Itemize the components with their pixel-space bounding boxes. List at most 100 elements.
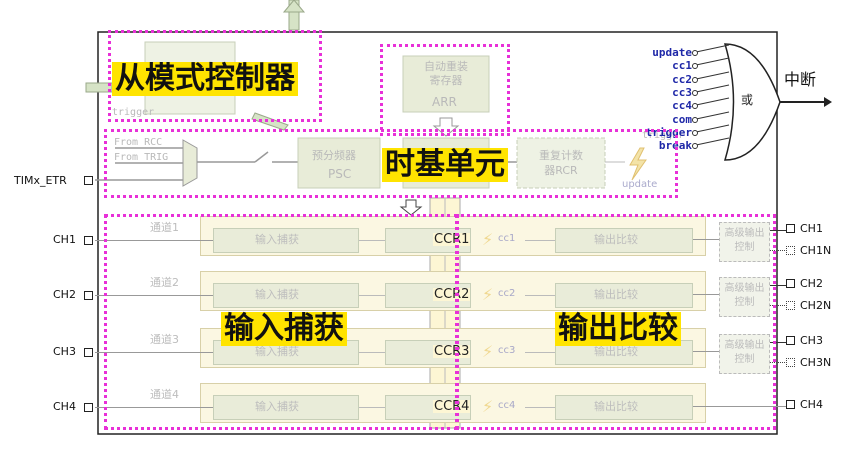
or-input-node (692, 90, 698, 96)
channel-input-pin (84, 236, 93, 245)
or-input-node (692, 103, 698, 109)
cc-lightning-icon: ⚡ (482, 230, 494, 249)
capture-arrow (359, 240, 385, 241)
channel-input-pin (84, 403, 93, 412)
channel-line (95, 240, 213, 241)
ccr-label: CCR2 (433, 287, 471, 302)
rcr-title: 重复计数 器RCR (539, 149, 583, 177)
slave-mode-highlight: 从模式控制器 (112, 62, 298, 96)
trigger-label: trigger (112, 107, 155, 118)
etr-pin (84, 176, 93, 185)
from-rcc-label: From RCC (114, 137, 163, 148)
cc-label: cc2 (498, 288, 516, 299)
channel-output-label: CH1 (800, 222, 823, 235)
output-compare-box (555, 228, 693, 253)
or-input-label: update (652, 46, 692, 59)
or-input-label: com (672, 113, 692, 126)
channel-output-label: CH4 (800, 398, 823, 411)
channel-output-line (693, 351, 719, 352)
channel-output-pin (786, 279, 795, 288)
channel-input-label: CH1 (53, 233, 76, 246)
output-compare-label: 输出比较 (594, 288, 638, 301)
channel-outputn-pin (786, 246, 795, 255)
psc-title: 预分频器 (312, 149, 356, 162)
channel-output-line (693, 239, 719, 240)
arr-region (380, 44, 510, 136)
cc-label: cc4 (498, 400, 516, 411)
or-input-node (692, 50, 698, 56)
or-input-node (692, 77, 698, 83)
capture-arrow (359, 295, 385, 296)
channel-outputn-label: CH3N (800, 356, 832, 369)
channel-output-pin (786, 224, 795, 233)
channel-output-label: CH2 (800, 277, 823, 290)
input-capture-label: 输入捕获 (255, 288, 299, 301)
cc-label: cc3 (498, 345, 516, 356)
input-capture-box (213, 283, 359, 308)
update-label: update (622, 179, 658, 190)
channel-output-line (693, 406, 787, 407)
channel-passage-label: 通道1 (150, 221, 179, 234)
psc-label: PSC (328, 167, 352, 181)
channel-outputn-line (770, 362, 787, 363)
channel-input-label: CH2 (53, 288, 76, 301)
input-capture-label: 输入捕获 (255, 400, 299, 413)
channel-line (95, 407, 213, 408)
advanced-output-box (719, 334, 770, 374)
advanced-output-box (719, 277, 770, 317)
interrupt-label: 中断 (784, 70, 817, 89)
advanced-output-label: 高级输出 控制 (724, 283, 765, 308)
ccr-label: CCR4 (433, 399, 471, 414)
or-input-label: cc3 (672, 86, 692, 99)
or-input-node (692, 143, 698, 149)
advanced-output-box (719, 222, 770, 262)
slave-mode-region (108, 30, 322, 122)
arr-label: ARR (432, 95, 457, 109)
channel-passage-label: 通道4 (150, 388, 179, 401)
arr-title: 自动重装 寄存器 (424, 60, 468, 87)
channel-outputn-pin (786, 358, 795, 367)
cc-lightning-icon: ⚡ (482, 342, 494, 361)
output-compare-region (456, 214, 776, 430)
input-capture-label: 输入捕获 (255, 233, 299, 246)
output-compare-box (555, 395, 693, 420)
channel-outputn-label: CH1N (800, 244, 832, 257)
capture-arrow (359, 407, 385, 408)
compare-arrow (525, 407, 555, 408)
channel-passage-label: 通道2 (150, 276, 179, 289)
input-capture-box (213, 228, 359, 253)
channel-outputn-line (770, 305, 787, 306)
or-gate-label: 或 (741, 93, 754, 107)
or-input-node (692, 63, 698, 69)
compare-arrow (525, 295, 555, 296)
channel-output-pin (786, 400, 795, 409)
channel-input-label: CH3 (53, 345, 76, 358)
output-compare-label: 输出比较 (594, 400, 638, 413)
compare-arrow (525, 352, 555, 353)
or-input-label: trigger (645, 126, 692, 139)
channel-outputn-line (770, 250, 787, 251)
advanced-output-label: 高级输出 控制 (724, 340, 765, 365)
channel-outputn-pin (786, 301, 795, 310)
output-compare-highlight: 输出比较 (555, 312, 681, 346)
or-input-label: cc1 (672, 59, 692, 72)
output-compare-label: 输出比较 (594, 345, 638, 358)
advanced-output-label: 高级输出 控制 (724, 228, 765, 253)
input-capture-box (213, 395, 359, 420)
channel-outputn-label: CH2N (800, 299, 832, 312)
trigger-top-label: trigger (642, 130, 685, 141)
capture-arrow (359, 352, 385, 353)
from-trig-label: From TRIG (114, 152, 169, 163)
channel-input-pin (84, 291, 93, 300)
channel-input-pin (84, 348, 93, 357)
cc-lightning-icon: ⚡ (482, 397, 494, 416)
channel-output-line (693, 294, 719, 295)
etr-pin-label: TIMx_ETR (14, 174, 67, 187)
time-base-highlight: 时基单元 (382, 148, 508, 182)
channel-passage-label: 通道3 (150, 333, 179, 346)
channel-output-line (770, 230, 787, 231)
input-capture-highlight: 输入捕获 (221, 312, 347, 346)
cc-lightning-icon: ⚡ (482, 285, 494, 304)
